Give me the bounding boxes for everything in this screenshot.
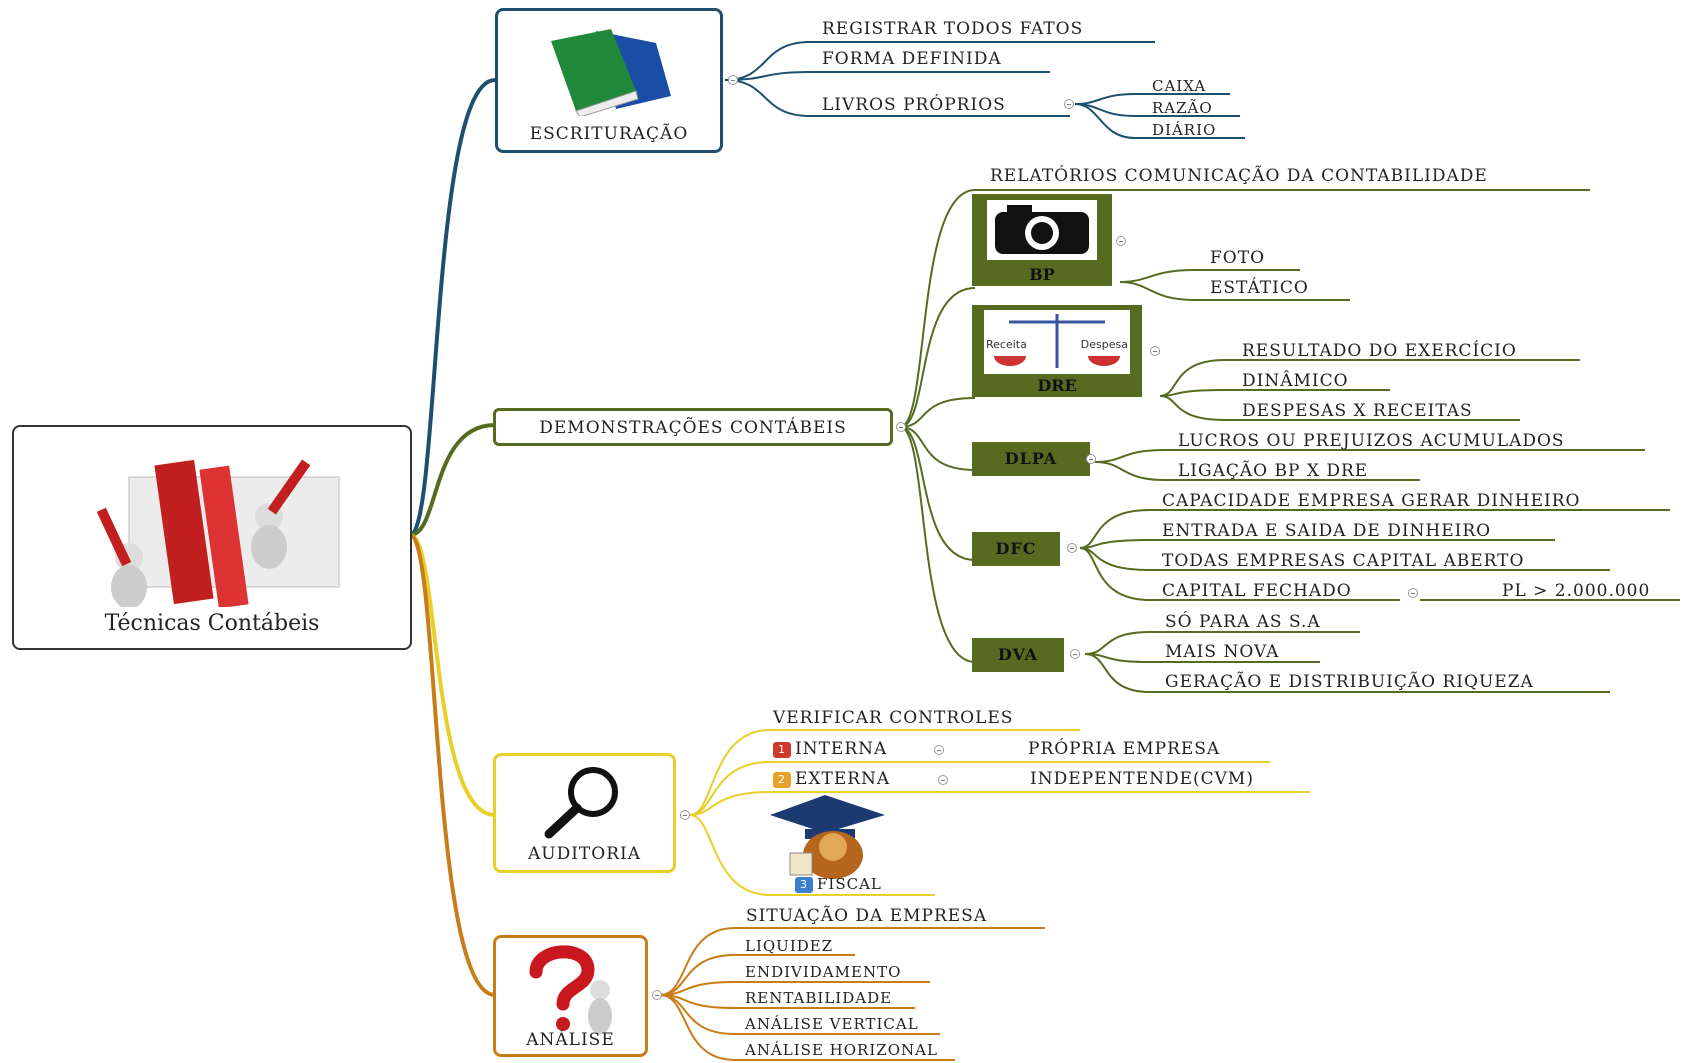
collapse-icon[interactable] — [896, 422, 906, 432]
dlpa-item: LIGAÇÃO BP X DRE — [1178, 461, 1369, 481]
priority-badge: 3 — [795, 877, 813, 893]
dlpa-tag[interactable]: DLPA — [972, 442, 1090, 476]
collapse-icon[interactable] — [1150, 346, 1160, 356]
dre-item: DINÂMICO — [1242, 371, 1349, 391]
receita-label: Receita — [986, 338, 1027, 351]
analise-item: ANÁLISE VERTICAL — [745, 1015, 919, 1033]
escrituracao-item: REGISTRAR TODOS FATOS — [822, 19, 1084, 39]
collapse-icon[interactable] — [934, 745, 944, 755]
bp-tag: BP — [1029, 265, 1055, 284]
escrituracao-title: ESCRITURAÇÃO — [529, 124, 689, 144]
collapse-icon[interactable] — [1064, 99, 1074, 109]
analise-item: SITUAÇÃO DA EMPRESA — [746, 906, 988, 926]
dva-item: SÓ PARA AS S.A — [1165, 612, 1321, 632]
interna-detail: PRÓPRIA EMPRESA — [1028, 739, 1221, 759]
demonstracoes-title: DEMONSTRAÇÕES CONTÁBEIS — [539, 418, 847, 438]
receita-federal-lion-icon — [770, 795, 885, 879]
escrituracao-item: FORMA DEFINIDA — [822, 49, 1002, 69]
dre-item: RESULTADO DO EXERCÍCIO — [1242, 341, 1517, 361]
livro-item: RAZÃO — [1152, 99, 1213, 117]
dre-item: DESPESAS X RECEITAS — [1242, 401, 1473, 421]
dva-item: GERAÇÃO E DISTRIBUIÇÃO RIQUEZA — [1165, 672, 1534, 692]
interna-label: INTERNA — [795, 739, 888, 759]
bp-node[interactable]: BP — [972, 194, 1112, 286]
question-mark-icon — [529, 945, 612, 1034]
auditoria-verificar: VERIFICAR CONTROLES — [773, 708, 1014, 728]
dre-node[interactable]: Receita Despesa DRE — [972, 305, 1142, 397]
root-node[interactable]: Técnicas Contábeis — [12, 425, 412, 650]
dlpa-item: LUCROS OU PREJUIZOS ACUMULADOS — [1178, 431, 1565, 451]
dfc-pl: PL > 2.000.000 — [1502, 581, 1651, 601]
dva-item: MAIS NOVA — [1165, 642, 1280, 662]
analise-title: ANÁLISE — [526, 1030, 615, 1050]
collapse-icon[interactable] — [1067, 543, 1077, 553]
analise-item: ENDIVIDAMENTO — [745, 963, 902, 981]
dfc-item: CAPACIDADE EMPRESA GERAR DINHEIRO — [1162, 491, 1581, 511]
livro-item: DIÁRIO — [1152, 121, 1217, 139]
analise-item: RENTABILIDADE — [745, 989, 893, 1007]
collapse-icon[interactable] — [728, 75, 738, 85]
dfc-item: ENTRADA E SAIDA DE DINHEIRO — [1162, 521, 1492, 541]
collapse-icon[interactable] — [1086, 454, 1096, 464]
externa-detail: INDEPENTENDE(CVM) — [1030, 769, 1254, 789]
camera-icon — [987, 200, 1097, 260]
collapse-icon[interactable] — [652, 990, 662, 1000]
books-icon — [551, 29, 671, 116]
analise-item: ANÁLISE HORIZONAL — [745, 1041, 938, 1059]
scale-icon — [994, 314, 1120, 368]
scale-panel: Receita Despesa — [984, 310, 1130, 374]
demonstracoes-node[interactable]: DEMONSTRAÇÕES CONTÁBEIS — [493, 408, 893, 446]
engineers-ruler-icon — [96, 459, 340, 607]
analise-node[interactable]: ANÁLISE — [493, 935, 648, 1057]
dfc-tag[interactable]: DFC — [972, 532, 1060, 566]
auditoria-title: AUDITORIA — [527, 844, 642, 864]
bp-item: FOTO — [1210, 248, 1266, 268]
collapse-icon[interactable] — [938, 775, 948, 785]
collapse-icon[interactable] — [680, 810, 690, 820]
dfc-item: CAPITAL FECHADO — [1162, 581, 1352, 601]
dre-tag: DRE — [1037, 376, 1077, 395]
priority-badge: 1 — [773, 742, 791, 758]
dfc-item: TODAS EMPRESAS CAPITAL ABERTO — [1162, 551, 1525, 571]
collapse-icon[interactable] — [1070, 649, 1080, 659]
escrituracao-item: LIVROS PRÓPRIOS — [822, 95, 1006, 115]
escrituracao-node[interactable]: ESCRITURAÇÃO — [495, 8, 723, 153]
fiscal-label: FISCAL — [817, 875, 882, 893]
analise-item: LIQUIDEZ — [745, 937, 834, 955]
collapse-icon[interactable] — [1116, 236, 1126, 246]
dva-tag[interactable]: DVA — [972, 638, 1064, 672]
auditoria-node[interactable]: AUDITORIA — [493, 753, 676, 873]
priority-badge: 2 — [773, 772, 791, 788]
externa-label: EXTERNA — [795, 769, 891, 789]
collapse-icon[interactable] — [1408, 588, 1418, 598]
root-label: Técnicas Contábeis — [104, 611, 320, 636]
magnifier-icon — [544, 767, 618, 839]
despesa-label: Despesa — [1080, 338, 1128, 351]
livro-item: CAIXA — [1152, 77, 1207, 95]
bp-item: ESTÁTICO — [1210, 278, 1309, 298]
demonstracoes-intro: RELATÓRIOS COMUNICAÇÃO DA CONTABILIDADE — [990, 166, 1488, 186]
